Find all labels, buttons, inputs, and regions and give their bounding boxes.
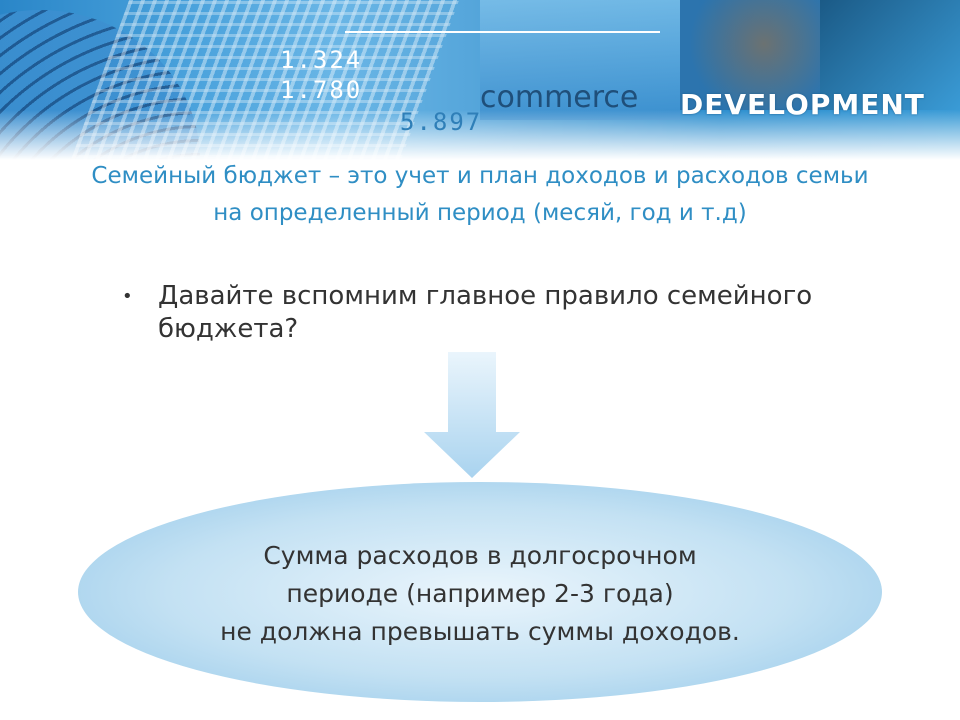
banner-number: 5.897 (400, 108, 483, 136)
banner-number: 1.324 (280, 46, 363, 74)
rule-line: Сумма расходов в долгосрочном (263, 541, 697, 570)
bullet-text: Давайте вспомним главное правило семейно… (158, 281, 813, 344)
banner-commerce: commerce (480, 80, 639, 115)
banner-development: DEVELOPMENT (680, 88, 925, 121)
rule-ellipse (78, 482, 882, 702)
banner-city (480, 0, 680, 120)
banner-number: 1.780 (280, 76, 363, 104)
rule-text: Сумма расходов в долгосрочном периоде (н… (150, 537, 810, 651)
banner-satellite-dish (820, 0, 960, 110)
down-arrow-icon (424, 352, 520, 478)
bullet-item: • Давайте вспомним главное правило семей… (122, 280, 842, 346)
banner-line (345, 31, 660, 33)
banner-person (680, 0, 820, 110)
rule-line: не должна превышать суммы доходов. (220, 617, 740, 646)
banner-fade (0, 110, 960, 160)
header-banner-image: 1.324 1.780 5.897 commerce DEVELOPMENT (0, 0, 960, 160)
slide-title: Семейный бюджет – это учет и план доходо… (91, 163, 869, 226)
bullet-dot-icon: • (122, 286, 133, 307)
rule-line: периоде (например 2-3 года) (286, 579, 674, 608)
